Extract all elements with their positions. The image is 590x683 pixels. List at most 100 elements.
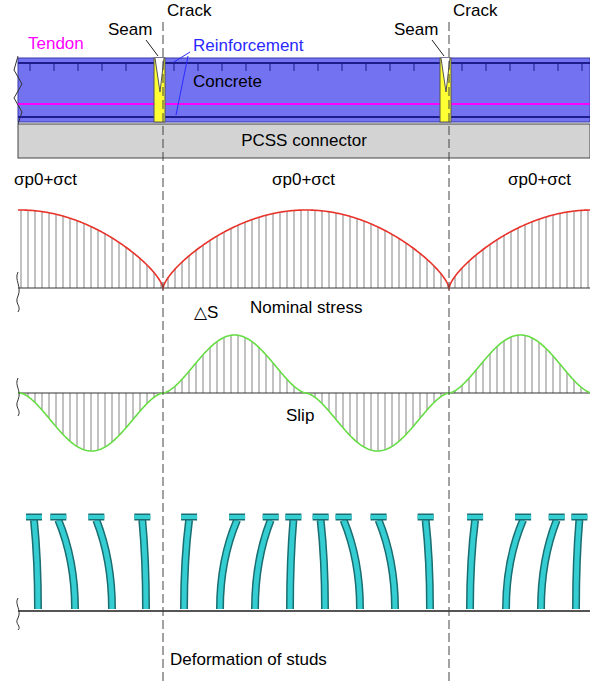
stud-head-outline bbox=[467, 514, 483, 521]
stud-shank bbox=[184, 520, 189, 609]
stud-outline bbox=[34, 520, 38, 609]
hatch-line bbox=[497, 240, 498, 288]
stud-outline bbox=[344, 520, 360, 609]
hatch-line bbox=[294, 210, 295, 288]
stress-value: σp0+σct bbox=[14, 170, 77, 190]
stud-head bbox=[263, 515, 279, 519]
hatch-line bbox=[420, 253, 421, 288]
hatch-line bbox=[385, 231, 386, 288]
stud-shank bbox=[506, 520, 523, 609]
pcss-connector-node: PCSS connector bbox=[18, 124, 590, 158]
hatch-line bbox=[182, 379, 183, 393]
stud-outline bbox=[142, 520, 146, 609]
seam-label: Seam bbox=[394, 20, 438, 40]
hatch-line bbox=[259, 217, 260, 288]
top-reinforcement bbox=[18, 62, 590, 64]
hatch-line bbox=[322, 393, 323, 404]
stud-head bbox=[181, 515, 197, 519]
hatch-line bbox=[497, 347, 498, 393]
hatch-line bbox=[287, 379, 288, 393]
break-mark bbox=[14, 56, 22, 124]
stud-head-outline bbox=[336, 514, 352, 521]
stud-shank bbox=[576, 520, 579, 609]
hatch-line bbox=[182, 262, 183, 288]
hatch-line bbox=[336, 213, 337, 288]
stress-value: σp0+σct bbox=[508, 170, 571, 190]
hatch-line bbox=[266, 355, 267, 393]
hatch-line bbox=[63, 216, 64, 288]
flange-line bbox=[18, 610, 590, 612]
hatch-line bbox=[427, 393, 428, 410]
stud-shank bbox=[220, 520, 237, 609]
seam-label: Seam bbox=[108, 20, 152, 40]
stud bbox=[50, 517, 75, 609]
hatch-line bbox=[42, 212, 43, 288]
hatch-line bbox=[518, 335, 519, 393]
stud bbox=[134, 517, 150, 609]
hatch-line bbox=[476, 370, 477, 393]
hatch-line bbox=[588, 210, 589, 288]
hatch-line bbox=[273, 214, 274, 288]
hatch-line bbox=[119, 242, 120, 288]
stud-head-outline bbox=[418, 514, 434, 521]
hatch-line bbox=[210, 240, 211, 288]
hatch-line bbox=[133, 393, 134, 419]
hatch-line bbox=[287, 211, 288, 288]
stud bbox=[181, 517, 197, 609]
hatch-line bbox=[539, 219, 540, 288]
hatch-line bbox=[392, 234, 393, 288]
hatch-line bbox=[378, 227, 379, 288]
pcss-band bbox=[18, 124, 590, 158]
hatch-line bbox=[42, 393, 43, 410]
stud-head bbox=[336, 515, 352, 519]
hatch-line bbox=[238, 335, 239, 393]
stud-head-outline bbox=[549, 514, 565, 521]
slip-curve bbox=[18, 335, 590, 451]
hatch-line bbox=[476, 255, 477, 288]
crack-line bbox=[163, 22, 164, 683]
stud-shank bbox=[321, 520, 325, 609]
hatch-line bbox=[364, 393, 365, 447]
hatch-line bbox=[525, 335, 526, 393]
plot-title: Nominal stress bbox=[250, 298, 362, 318]
stud-outline bbox=[576, 520, 579, 609]
stud-tick bbox=[174, 63, 175, 71]
stud-head bbox=[549, 515, 565, 519]
hatch-line bbox=[49, 213, 50, 288]
stud-shank bbox=[34, 520, 38, 609]
leader-line bbox=[146, 40, 158, 56]
stud-shank bbox=[470, 520, 475, 609]
hatch-line bbox=[525, 225, 526, 288]
stud-outline bbox=[220, 520, 237, 609]
hatch-line bbox=[462, 268, 463, 288]
stud-head bbox=[515, 515, 531, 519]
hatch-line bbox=[350, 393, 351, 435]
hatch-line bbox=[504, 235, 505, 288]
break-mark bbox=[17, 272, 19, 312]
plot-title: Slip bbox=[284, 406, 316, 426]
stud-outline bbox=[255, 520, 271, 609]
stud-head bbox=[371, 515, 387, 519]
hatch-line bbox=[56, 214, 57, 288]
hatch-line bbox=[371, 393, 372, 450]
stud-head bbox=[285, 515, 301, 519]
stud-shank bbox=[255, 520, 271, 609]
hatch-line bbox=[574, 211, 575, 288]
stud-shank bbox=[290, 520, 293, 609]
hatch-line bbox=[560, 213, 561, 288]
stud-head bbox=[571, 515, 587, 519]
stud-tick bbox=[342, 63, 343, 71]
hatch-line bbox=[105, 234, 106, 288]
stud-outline bbox=[470, 520, 475, 609]
hatch-line bbox=[112, 238, 113, 288]
hatch-line bbox=[224, 337, 225, 393]
reinforcement-label: Reinforcement bbox=[193, 36, 304, 56]
leader-line bbox=[176, 56, 188, 115]
stud-tick bbox=[558, 63, 559, 71]
hatch-line bbox=[357, 393, 358, 442]
stress-curve bbox=[18, 210, 590, 288]
hatch-line bbox=[399, 393, 400, 441]
hatch-line bbox=[469, 378, 470, 393]
stud-head-outline bbox=[134, 514, 150, 521]
